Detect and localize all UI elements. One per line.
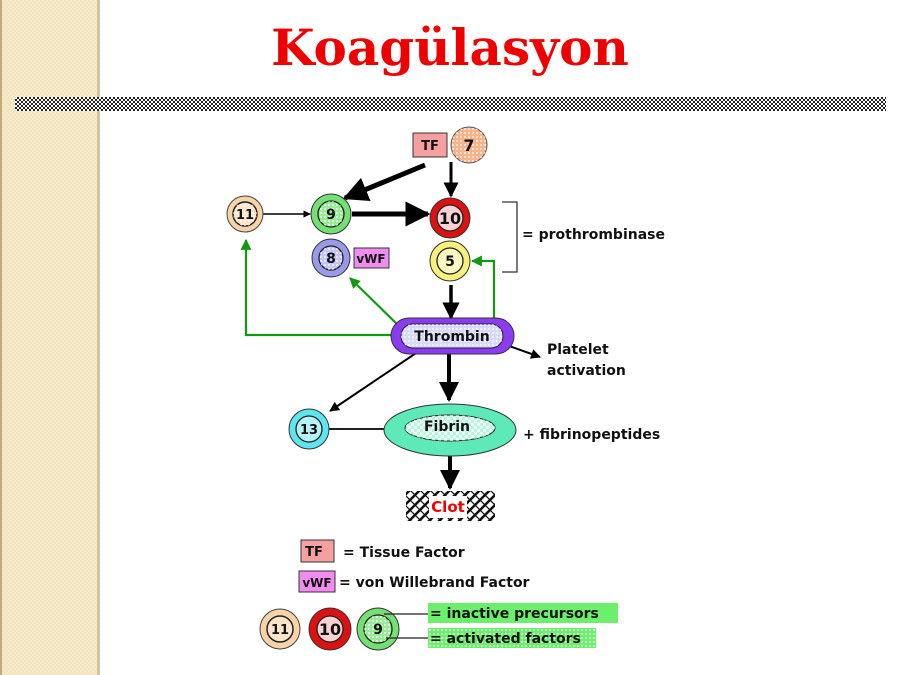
legend-circle-11: 11 bbox=[259, 608, 301, 650]
factor-9-label: 9 bbox=[326, 207, 336, 223]
legend-vwf-box-label: vWF bbox=[302, 576, 331, 590]
factor-9-node: 9 bbox=[310, 193, 352, 235]
legend-tf-box-label: TF bbox=[305, 545, 323, 560]
legend-circle-11-label: 11 bbox=[271, 623, 289, 638]
legend-tissue-factor: TF = Tissue Factor bbox=[300, 539, 465, 563]
feedback-arrow-to-11 bbox=[240, 238, 398, 337]
fibrinopeptides-label: + fibrinopeptides bbox=[523, 427, 660, 443]
factor-11-label: 11 bbox=[236, 208, 254, 223]
platelet-activation-line1: Platelet bbox=[547, 342, 609, 358]
legend-vwf: vWF = von Willebrand Factor bbox=[298, 570, 530, 593]
clot-label: Clot bbox=[431, 498, 465, 516]
vwf-label: vWF bbox=[356, 252, 385, 266]
factor-5-node: 5 bbox=[429, 240, 471, 282]
legend-activated-text: = activated factors bbox=[430, 631, 581, 647]
factor-10-label: 10 bbox=[439, 209, 461, 228]
legend-tf-text: = Tissue Factor bbox=[343, 545, 465, 561]
legend-circle-10-label: 10 bbox=[319, 620, 341, 639]
tissue-factor-node: TF bbox=[412, 132, 448, 158]
arrow-tf-to-9 bbox=[342, 162, 426, 201]
factor-10-node: 10 bbox=[429, 197, 471, 239]
fibrin-node: Fibrin bbox=[383, 403, 517, 457]
factor-7-label: 7 bbox=[463, 136, 474, 155]
factor-13-label: 13 bbox=[300, 423, 318, 438]
arrow-thrombin-to-13 bbox=[329, 344, 429, 412]
prothrombinase-label: = prothrombinase bbox=[522, 227, 665, 243]
clot-node: Clot bbox=[406, 491, 495, 521]
slide-title-text: Koagülasyon bbox=[271, 18, 629, 77]
tf-label: TF bbox=[421, 139, 439, 154]
feedback-arrow-to-8 bbox=[349, 277, 404, 331]
legend-vwf-text: = von Willebrand Factor bbox=[339, 575, 530, 591]
factor-8-node: 8 bbox=[311, 238, 351, 278]
factor-11-node: 11 bbox=[226, 195, 264, 233]
thrombin-label: Thrombin bbox=[414, 329, 489, 345]
legend-inactive-highlight bbox=[428, 603, 618, 623]
legend-inactive-text: = inactive precursors bbox=[430, 606, 599, 622]
feedback-arrow-to-5 bbox=[470, 255, 496, 330]
slide-title: Koagülasyon bbox=[0, 18, 900, 77]
sidebar-edge bbox=[0, 0, 2, 675]
factor-7-node: 7 bbox=[450, 126, 488, 164]
legend: TF = Tissue Factor vWF = von Willebrand … bbox=[259, 539, 618, 651]
factor-8-label: 8 bbox=[326, 251, 336, 267]
vwf-node: vWF bbox=[353, 247, 390, 269]
factor-13-node: 13 bbox=[288, 408, 330, 450]
title-divider bbox=[15, 97, 886, 111]
legend-circle-9-label: 9 bbox=[373, 622, 383, 638]
prothrombinase-bracket bbox=[502, 201, 518, 273]
legend-circle-9: 9 bbox=[356, 607, 400, 651]
thrombin-node: Thrombin bbox=[390, 317, 515, 355]
sidebar-decoration bbox=[0, 0, 100, 675]
platelet-activation-line2: activation bbox=[547, 363, 626, 379]
legend-activated-highlight bbox=[428, 628, 596, 648]
legend-circle-10: 10 bbox=[308, 607, 352, 651]
fibrin-label: Fibrin bbox=[424, 419, 470, 435]
factor-5-label: 5 bbox=[445, 254, 455, 270]
